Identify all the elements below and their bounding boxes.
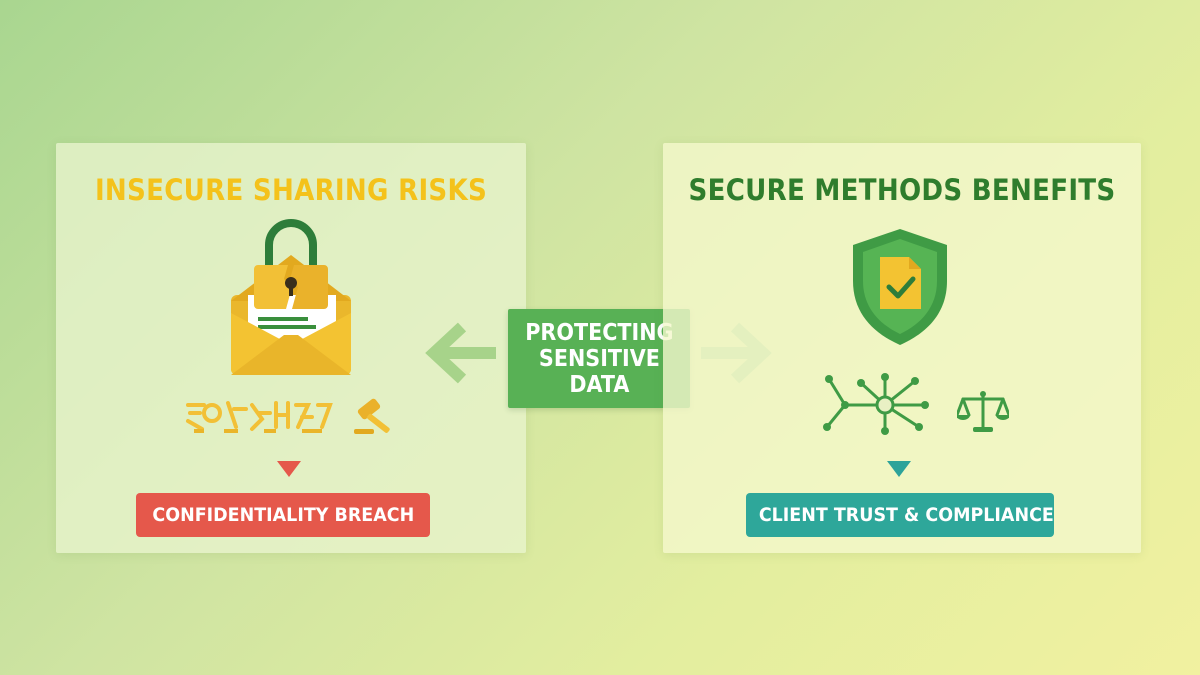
client-trust-compliance-badge: CLIENT TRUST & COMPLIANCE [746, 493, 1054, 537]
down-pointer-icon [887, 461, 911, 477]
scales-of-justice-icon [957, 391, 1009, 432]
shield-document-check-icon [853, 229, 947, 345]
gavel-icon [354, 398, 390, 434]
secure-methods-title: SECURE METHODS BENEFITS [688, 173, 1116, 207]
broken-lock-icon [265, 219, 317, 273]
confidentiality-breach-badge: CONFIDENTIALITY BREACH [136, 493, 430, 537]
network-nodes-icon [823, 373, 929, 435]
broken-lock-envelope-icon [231, 219, 351, 375]
secure-methods-panel: SECURE METHODS BENEFITS [663, 143, 1141, 553]
insecure-sharing-title: INSECURE SHARING RISKS [94, 173, 488, 207]
down-pointer-icon [277, 461, 301, 477]
left-arrow-icon [425, 322, 496, 384]
protecting-sensitive-data-label: PROTECTING SENSITIVE DATA [524, 319, 674, 398]
protecting-sensitive-data-box: PROTECTING SENSITIVE DATA [508, 309, 690, 408]
scrambled-text-icon [186, 401, 333, 433]
